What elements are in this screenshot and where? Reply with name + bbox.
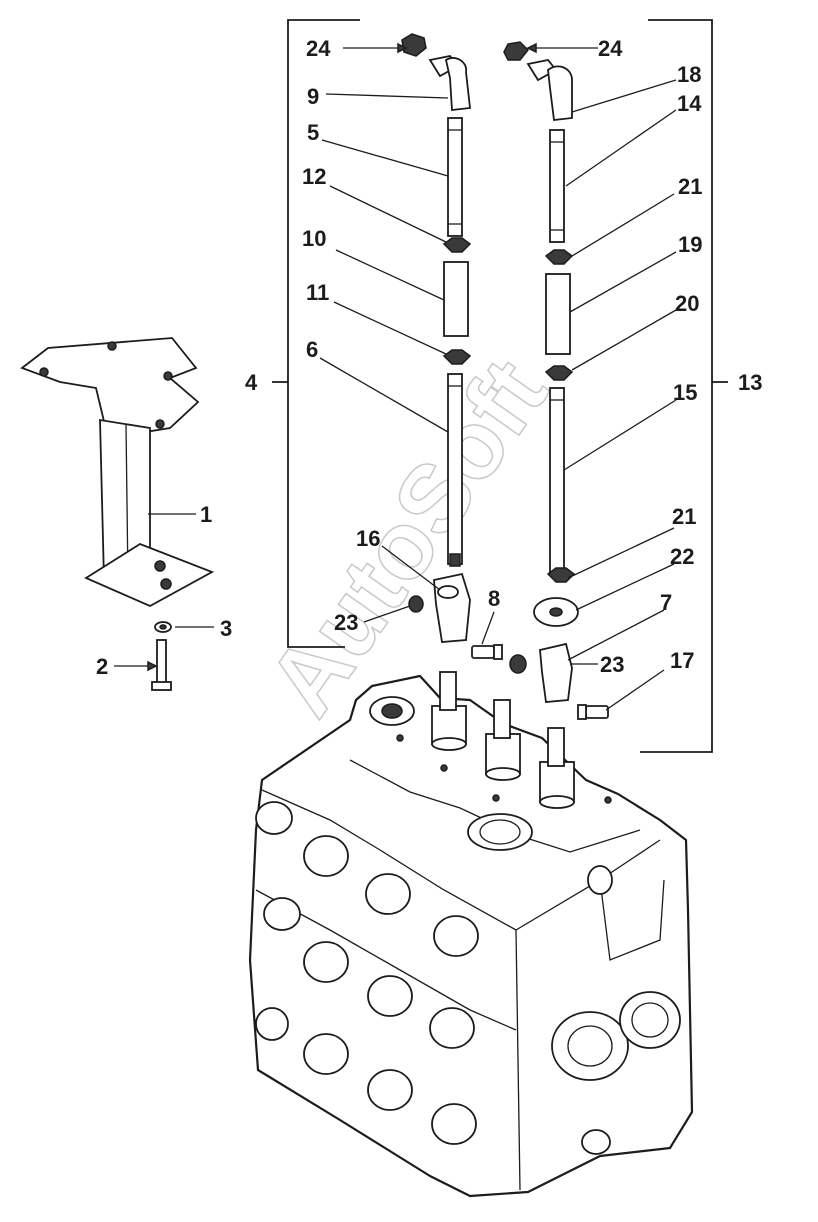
callout-14: 14 <box>677 91 702 116</box>
washer-part <box>154 621 172 633</box>
callout-16: 16 <box>356 526 380 551</box>
left-linkage-parts <box>401 33 503 660</box>
valve-spool-stems <box>431 671 575 809</box>
callout-20: 20 <box>675 291 699 316</box>
callout-23-right: 23 <box>600 652 624 677</box>
control-valve-body <box>248 674 694 1198</box>
callout-7: 7 <box>660 590 672 615</box>
bolt-part <box>151 639 172 691</box>
callout-15: 15 <box>673 380 697 405</box>
callout-23-left: 23 <box>334 610 358 635</box>
callout-19: 19 <box>678 232 702 257</box>
callout-13: 13 <box>738 370 762 395</box>
assembly-bracket-13 <box>640 19 728 753</box>
callout-24-left: 24 <box>306 36 331 61</box>
mounting-bracket-part <box>20 337 215 608</box>
callout-21-top: 21 <box>678 174 702 199</box>
callout-3: 3 <box>220 616 232 641</box>
callout-11: 11 <box>306 280 329 305</box>
callout-22: 22 <box>670 544 694 569</box>
leader-lines <box>114 42 677 711</box>
callout-4: 4 <box>245 370 258 395</box>
callout-18: 18 <box>677 62 701 87</box>
callout-17: 17 <box>670 648 694 673</box>
right-linkage-parts <box>503 41 609 720</box>
callout-24-right: 24 <box>598 36 623 61</box>
watermark: AutoSoft <box>248 341 568 734</box>
callout-21-bottom: 21 <box>672 504 696 529</box>
assembly-bracket-4 <box>272 19 360 648</box>
callout-5: 5 <box>307 120 319 145</box>
callout-12: 12 <box>302 164 326 189</box>
callout-2: 2 <box>96 654 108 679</box>
callout-6: 6 <box>306 337 318 362</box>
callout-1: 1 <box>200 502 212 527</box>
callout-9: 9 <box>307 84 319 109</box>
callout-10: 10 <box>302 226 326 251</box>
callout-labels: 24 9 5 12 10 11 6 4 24 18 14 21 19 20 13… <box>96 36 762 679</box>
callout-8: 8 <box>488 586 500 611</box>
